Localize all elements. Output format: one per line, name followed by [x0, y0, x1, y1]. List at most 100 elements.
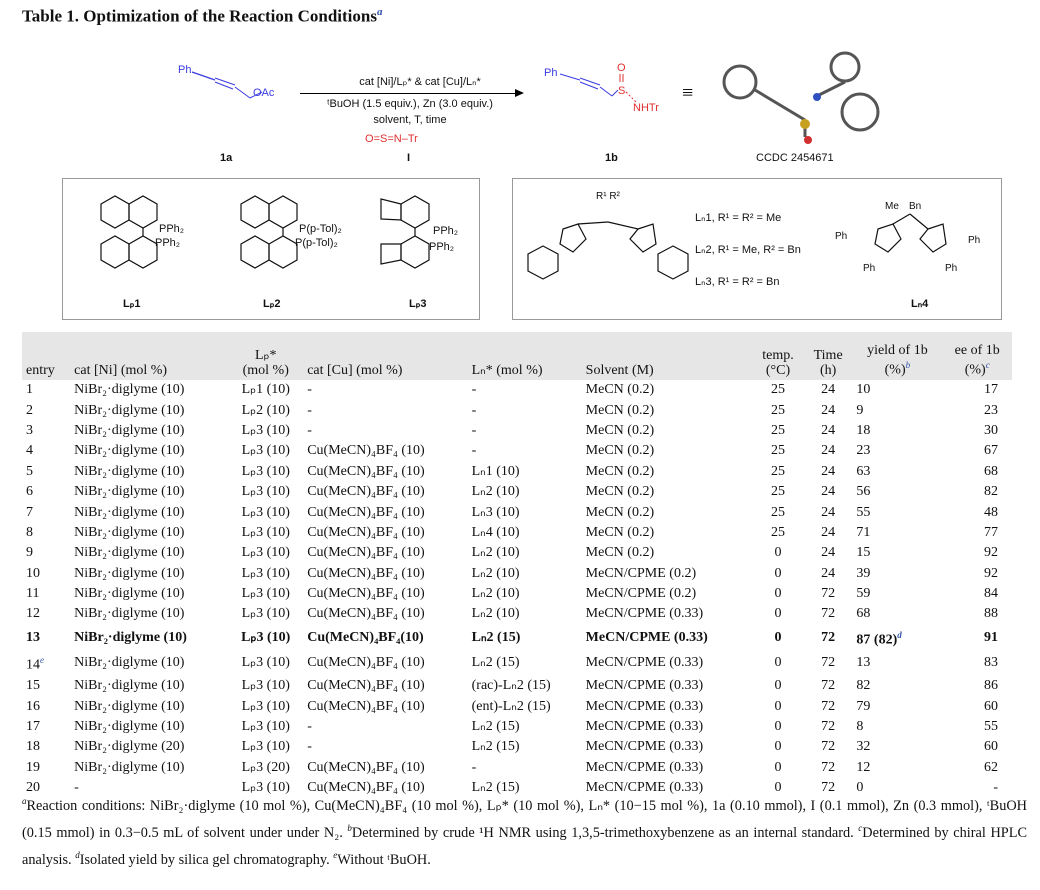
cell-lp: Lₚ3 (10) [241, 606, 290, 622]
cell-cat-ni: NiBr₂·diglyme (10) [74, 698, 185, 714]
cell-time: 72 [821, 606, 836, 622]
cell-ln: Lₙ2 (15) [471, 739, 520, 755]
cell-lp: Lₚ3 (20) [241, 759, 290, 775]
cell-ee: 17 [984, 382, 998, 398]
cell-cat-cu: Cu(MeCN)₄BF₄ (10) [307, 504, 425, 520]
cell-temp: 0 [774, 718, 782, 734]
cell-cat-cu: Cu(MeCN)₄BF₄ (10) [307, 606, 425, 622]
cell-temp: 25 [770, 402, 785, 418]
cell-cat-ni: NiBr₂·diglyme (10) [74, 504, 185, 520]
cell-entry: 19 [26, 759, 40, 775]
cell-entry: 6 [26, 484, 33, 500]
reactant-oac: OAc [253, 87, 275, 99]
cell-lp: Lₚ3 (10) [241, 718, 290, 734]
cell-ee: 30 [984, 422, 998, 438]
cell-cat-ni: NiBr₂·diglyme (10) [74, 463, 185, 479]
phosphine-ligands-box: PPh₂ PPh₂ Lₚ1 P(p-Tol)₂ P(p-Tol)₂ Lₚ2 PP… [62, 178, 480, 320]
ln4-ph-3: Ph [863, 263, 876, 274]
cell-temp: 0 [774, 698, 782, 714]
header-cat-cu: cat [Cu] (mol %) [307, 363, 403, 378]
cell-entry: 14e [26, 655, 44, 673]
ln3-definition: Lₙ3, R¹ = R² = Bn [695, 276, 780, 288]
cell-lp: Lₚ3 (10) [241, 780, 290, 796]
cell-entry: 10 [26, 565, 40, 581]
cell-cat-cu: Cu(MeCN)₄BF₄ (10) [307, 780, 425, 796]
cell-lp: Lₚ3 (10) [241, 698, 290, 714]
cell-yield: 18 [856, 422, 871, 438]
cell-ee: 82 [984, 484, 998, 500]
cell-cat-ni: NiBr₂·diglyme (10) [74, 382, 185, 398]
cell-entry: 4 [26, 443, 33, 459]
label-lp2: Lₚ2 [263, 298, 281, 310]
cell-time: 24 [821, 565, 836, 581]
cell-solvent: MeCN (0.2) [585, 545, 655, 561]
label-lp1: Lₚ1 [123, 298, 141, 310]
cell-cat-ni: NiBr₂·diglyme (10) [74, 484, 185, 500]
cell-temp: 0 [774, 759, 782, 775]
cell-solvent: MeCN/CPME (0.2) [585, 565, 697, 581]
cell-ee: 83 [984, 655, 998, 671]
reaction-arrow [300, 93, 520, 94]
cell-solvent: MeCN (0.2) [585, 524, 655, 540]
cell-solvent: MeCN (0.2) [585, 422, 655, 438]
cell-ln: (ent)-Lₙ2 (15) [471, 698, 551, 714]
cell-temp: 25 [770, 443, 785, 459]
cell-cat-ni: NiBr₂·diglyme (10) [74, 759, 185, 775]
cell-ln: Lₙ4 (10) [471, 524, 520, 540]
cell-solvent: MeCN/CPME (0.33) [585, 739, 704, 755]
cell-cat-ni: NiBr₂·diglyme (10) [74, 565, 185, 581]
cell-cat-cu: Cu(MeCN)₄BF₄ (10) [307, 586, 425, 602]
cell-temp: 25 [770, 422, 785, 438]
cell-lp: Lₚ3 (10) [241, 586, 290, 602]
cell-cat-ni: NiBr₂·diglyme (10) [74, 586, 185, 602]
cell-cat-ni: NiBr₂·diglyme (10) [74, 655, 185, 671]
cell-entry: 7 [26, 504, 33, 520]
cell-ee: 84 [984, 586, 998, 602]
cell-ln: Lₙ2 (10) [471, 484, 520, 500]
footnote-b: Determined by crude ¹H NMR using 1,3,5-t… [351, 824, 854, 841]
box-ligands-box: R¹ R² Lₙ1, R¹ = R² = Me Lₙ2, R¹ = Me, R²… [512, 178, 1002, 320]
cell-time: 24 [821, 402, 836, 418]
cell-lp: Lₚ3 (10) [241, 739, 290, 755]
cell-solvent: MeCN/CPME (0.33) [585, 655, 704, 671]
arrow-head-icon [515, 89, 524, 97]
header-cat-ni: cat [Ni] (mol %) [74, 363, 168, 378]
cell-lp: Lₚ3 (10) [241, 545, 290, 561]
phosphine-ligand-structures [100, 195, 430, 269]
cell-solvent: MeCN (0.2) [585, 402, 655, 418]
cell-cat-cu: - [307, 402, 312, 418]
cell-ln: - [471, 422, 477, 438]
product-s: S [618, 85, 626, 97]
product-o: O [617, 62, 626, 74]
ln-r-substituents: R¹ R² [596, 191, 620, 202]
cell-ln: Lₙ2 (15) [471, 780, 520, 796]
cell-lp: Lₚ1 (10) [241, 382, 290, 398]
cell-ln: Lₙ2 (10) [471, 606, 520, 622]
lp3-group-2: PPh₂ [429, 241, 455, 253]
cell-cat-ni: NiBr₂·diglyme (10) [74, 524, 185, 540]
footnotes: aReaction conditions: NiBr₂·diglyme (10 … [22, 796, 1027, 868]
cell-temp: 25 [770, 382, 785, 398]
ln4-me: Me [885, 201, 899, 212]
cell-ee: 60 [984, 698, 998, 714]
cell-entry: 1 [26, 382, 33, 398]
equivalence-sign: ≡ [682, 82, 694, 104]
header-ln: Lₙ* (mol %) [471, 363, 543, 378]
cell-ee: 62 [984, 759, 998, 775]
cell-temp: 25 [770, 484, 785, 500]
cell-time: 72 [821, 718, 836, 734]
cell-ln: Lₙ3 (10) [471, 504, 520, 520]
cell-cat-ni: NiBr₂·diglyme (10) [74, 443, 185, 459]
cell-cat-cu: Cu(MeCN)₄BF₄ (10) [307, 655, 425, 671]
lp1-group-2: PPh₂ [155, 237, 181, 249]
cell-solvent: MeCN (0.2) [585, 382, 655, 398]
cell-solvent: MeCN (0.2) [585, 443, 655, 459]
cell-time: 24 [821, 545, 836, 561]
cell-time: 72 [821, 739, 836, 755]
cell-cat-cu: Cu(MeCN)₄BF₄ (10) [307, 545, 425, 561]
ccdc-number: CCDC 2454671 [756, 152, 834, 164]
